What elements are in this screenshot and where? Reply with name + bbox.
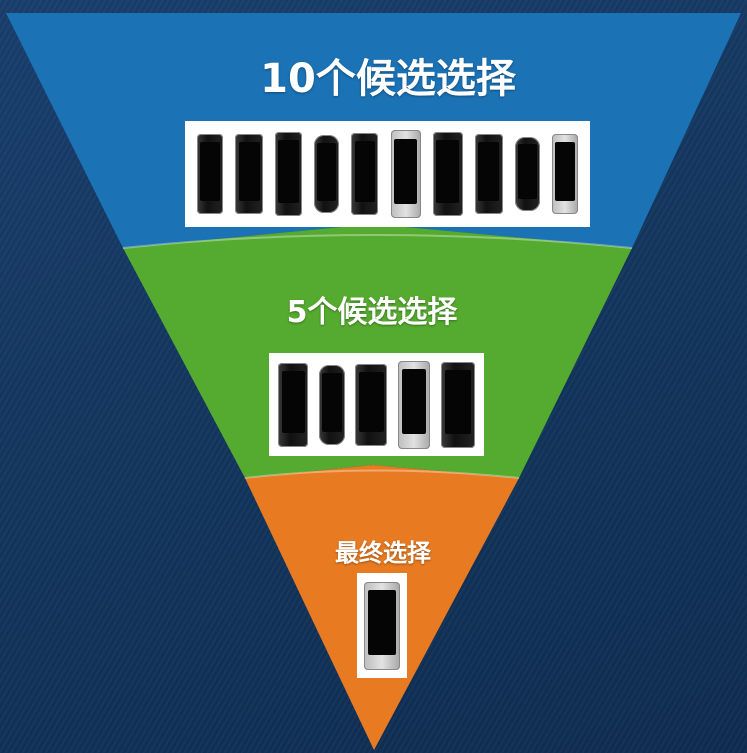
phone-icon bbox=[390, 130, 421, 218]
phone-icon bbox=[514, 137, 540, 211]
phone-icon bbox=[314, 135, 340, 213]
phone-icon bbox=[474, 134, 503, 214]
phone-icon bbox=[278, 362, 309, 447]
phone-icon bbox=[432, 132, 463, 216]
stage-label-10-candidates: 10个候选选择 bbox=[260, 56, 516, 102]
phone-icon bbox=[197, 134, 224, 214]
phone-icon bbox=[551, 134, 578, 214]
phone-icon bbox=[235, 134, 264, 214]
phone-row-5-image bbox=[269, 353, 484, 456]
phone-icon bbox=[351, 133, 379, 215]
funnel-top-highlight bbox=[122, 234, 633, 249]
stage-label-5-candidates: 5个候选选择 bbox=[286, 295, 458, 330]
phone-icon bbox=[364, 581, 400, 670]
phone-icon bbox=[440, 361, 475, 448]
phone-icon bbox=[318, 364, 345, 445]
stage-label-final-choice: 最终选择 bbox=[335, 539, 431, 567]
phone-icon bbox=[275, 132, 303, 216]
single-phone-image bbox=[357, 573, 407, 678]
phone-icon bbox=[355, 363, 388, 446]
funnel-middle-highlight bbox=[244, 469, 520, 479]
phone-icon bbox=[398, 360, 431, 449]
funnel-middle-section bbox=[123, 224, 632, 478]
phone-row-10-image bbox=[185, 121, 590, 227]
